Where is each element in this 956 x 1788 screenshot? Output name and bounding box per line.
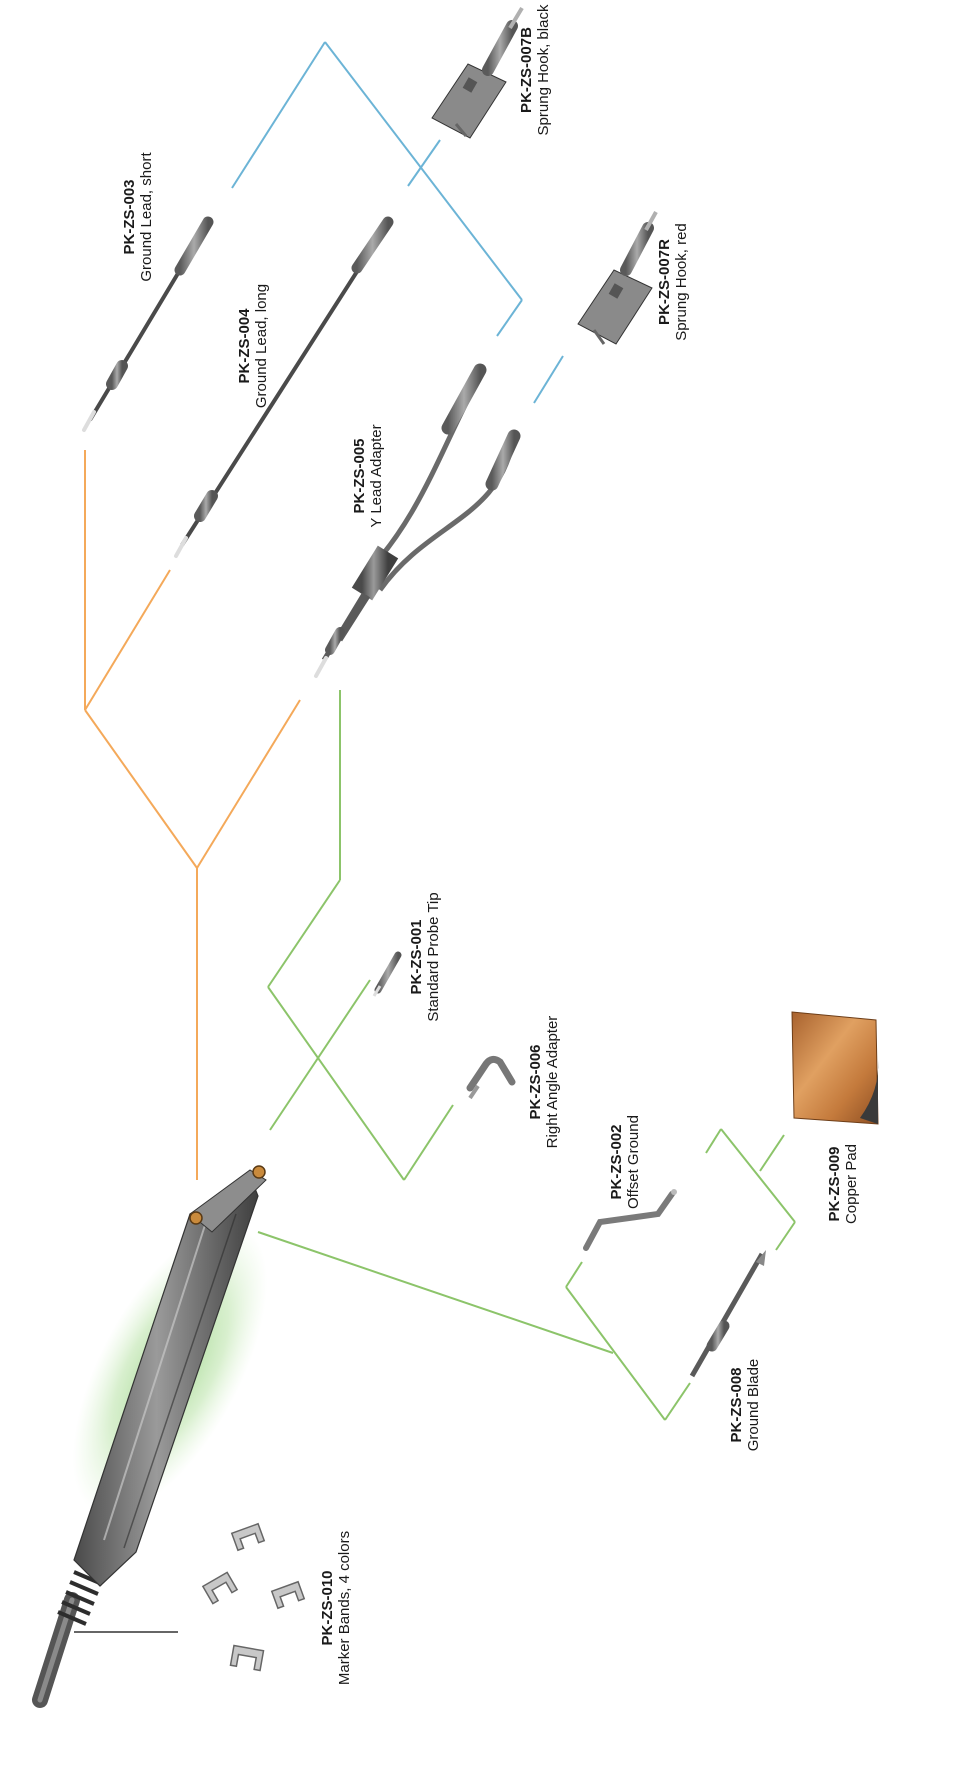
part-code: PK-ZS-007R xyxy=(657,239,674,325)
label-pk-zs-002: PK-ZS-002 Offset Ground xyxy=(604,982,648,1342)
sprung-hook-red-illustration xyxy=(578,212,656,344)
part-code: PK-ZS-007B xyxy=(519,27,536,113)
part-description: Standard Probe Tip xyxy=(426,892,443,1021)
probe-body-illustration xyxy=(33,1166,307,1700)
part-description: Copper Pad xyxy=(844,1144,861,1224)
green-line xyxy=(776,1222,795,1250)
part-code: PK-ZS-004 xyxy=(237,308,254,383)
green-line xyxy=(706,1129,721,1153)
part-description: Right Angle Adapter xyxy=(545,1016,562,1149)
standard-probe-tip-illustration xyxy=(374,955,398,996)
y-lead-adapter-illustration xyxy=(316,370,514,676)
part-code: PK-ZS-010 xyxy=(320,1570,337,1645)
blue-line xyxy=(408,140,440,186)
part-description: Offset Ground xyxy=(626,1115,643,1209)
probe-ground-socket xyxy=(190,1212,202,1224)
green-line xyxy=(566,1262,582,1287)
label-pk-zs-007r: PK-ZS-007R Sprung Hook, red xyxy=(652,102,696,462)
marker-bands-illustration xyxy=(203,1524,304,1671)
green-line xyxy=(268,880,340,987)
part-description: Sprung Hook, black xyxy=(536,5,553,136)
part-description: Ground Lead, long xyxy=(254,284,271,408)
label-pk-zs-004: PK-ZS-004 Ground Lead, long xyxy=(232,166,276,526)
part-code: PK-ZS-008 xyxy=(729,1367,746,1442)
part-code: PK-ZS-006 xyxy=(528,1044,545,1119)
part-description: Marker Bands, 4 colors xyxy=(337,1531,354,1685)
label-pk-zs-006: PK-ZS-006 Right Angle Adapter xyxy=(523,902,567,1262)
part-code: PK-ZS-003 xyxy=(122,179,139,254)
label-pk-zs-001: PK-ZS-001 Standard Probe Tip xyxy=(404,777,448,1137)
label-pk-zs-009: PK-ZS-009 Copper Pad xyxy=(822,1004,866,1364)
label-pk-zs-003: PK-ZS-003 Ground Lead, short xyxy=(117,37,161,397)
label-pk-zs-005: PK-ZS-005 Y Lead Adapter xyxy=(347,296,391,656)
part-code: PK-ZS-002 xyxy=(609,1124,626,1199)
orange-ground-lead-lines xyxy=(85,450,300,1180)
part-description: Y Lead Adapter xyxy=(369,424,386,527)
part-description: Ground Blade xyxy=(746,1359,763,1452)
sprung-hook-black-illustration xyxy=(432,8,522,138)
right-angle-adapter-illustration xyxy=(470,1059,512,1098)
green-line xyxy=(268,987,404,1180)
blue-line xyxy=(497,300,522,336)
green-line xyxy=(270,980,370,1130)
orange-branch-line xyxy=(197,700,300,868)
part-code: PK-ZS-001 xyxy=(409,919,426,994)
label-pk-zs-010: PK-ZS-010 Marker Bands, 4 colors xyxy=(315,1428,359,1788)
orange-branch-line xyxy=(85,570,170,710)
part-code: PK-ZS-005 xyxy=(352,438,369,513)
green-line xyxy=(760,1135,784,1171)
probe-tip-socket xyxy=(253,1166,265,1178)
orange-branch-line xyxy=(85,710,197,868)
green-line xyxy=(665,1383,690,1420)
part-description: Ground Lead, short xyxy=(139,152,156,281)
label-pk-zs-008: PK-ZS-008 Ground Blade xyxy=(724,1225,768,1585)
label-pk-zs-007b: PK-ZS-007B Sprung Hook, black xyxy=(514,0,558,250)
blue-line xyxy=(534,356,563,403)
part-description: Sprung Hook, red xyxy=(674,223,691,341)
green-line xyxy=(721,1129,795,1222)
part-code: PK-ZS-009 xyxy=(827,1146,844,1221)
